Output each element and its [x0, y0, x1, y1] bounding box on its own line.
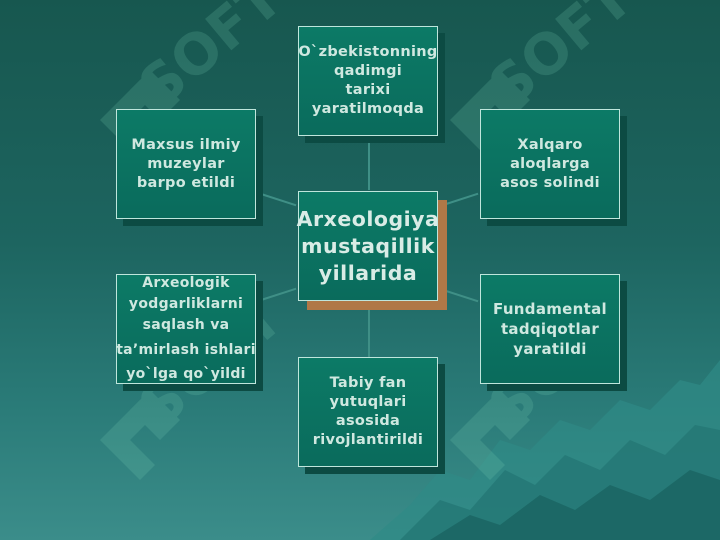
node-top-right-line-1: Xalqaro — [517, 136, 583, 153]
connector-top — [368, 138, 370, 190]
node-top-left-line-2: muzeylar — [147, 155, 225, 172]
node-top-line-4: yaratilmoqda — [311, 101, 425, 117]
node-center-line-2: mustaqillik — [301, 233, 435, 258]
node-top-line-2: qadimgi — [333, 63, 403, 79]
node-bottom-line-1: Tabiy fan — [329, 375, 407, 391]
connector-bottom — [368, 302, 370, 358]
node-top-line-1: O`zbekistonning — [298, 44, 438, 60]
node-top-right: Xalqaro aloqlarga asos solindi — [480, 109, 620, 219]
node-bottom: Tabiy fan yutuqlari asosida rivojlantiri… — [298, 357, 438, 467]
node-bottom-right-line-2: tadqiqotlar — [500, 320, 600, 338]
node-bottom-left-line-4: ta’mirlash ishlari — [116, 342, 256, 358]
node-top-right-line-3: asos solindi — [500, 174, 600, 191]
node-bottom-left-line-1: Arxeologik — [142, 275, 230, 291]
node-center: Arxeologiya mustaqillik yillarida — [296, 191, 440, 301]
node-bottom-left-line-3: saqlash va — [142, 317, 230, 333]
node-top-line-3: tarixi — [345, 82, 391, 98]
node-bottom-right: Fundamental tadqiqotlar yaratildi — [480, 274, 620, 384]
node-bottom-left: Arxeologik yodgarliklarni saqlash va ta’… — [116, 274, 256, 384]
node-top: O`zbekistonning qadimgi tarixi yaratilmo… — [298, 26, 438, 136]
node-top-right-line-2: aloqlarga — [510, 155, 590, 172]
node-bottom-left-line-5: yo`lga qo`yildi — [126, 366, 246, 382]
node-bottom-right-line-1: Fundamental — [493, 300, 607, 318]
node-top-left-line-1: Maxsus ilmiy — [131, 136, 241, 153]
node-bottom-right-line-3: yaratildi — [513, 340, 587, 358]
node-bottom-line-3: asosida — [335, 413, 401, 429]
node-bottom-line-2: yutuqlari — [329, 394, 407, 410]
node-bottom-line-4: rivojlantirildi — [312, 432, 424, 448]
node-top-left: Maxsus ilmiy muzeylar barpo etildi — [116, 109, 256, 219]
node-top-left-line-3: barpo etildi — [136, 174, 236, 191]
watermark-logo-top-right: SOFT — [450, 0, 645, 160]
node-bottom-left-line-2: yodgarliklarni — [128, 296, 244, 312]
node-center-line-1: Arxeologiya — [296, 206, 440, 231]
node-center-line-3: yillarida — [318, 260, 418, 285]
